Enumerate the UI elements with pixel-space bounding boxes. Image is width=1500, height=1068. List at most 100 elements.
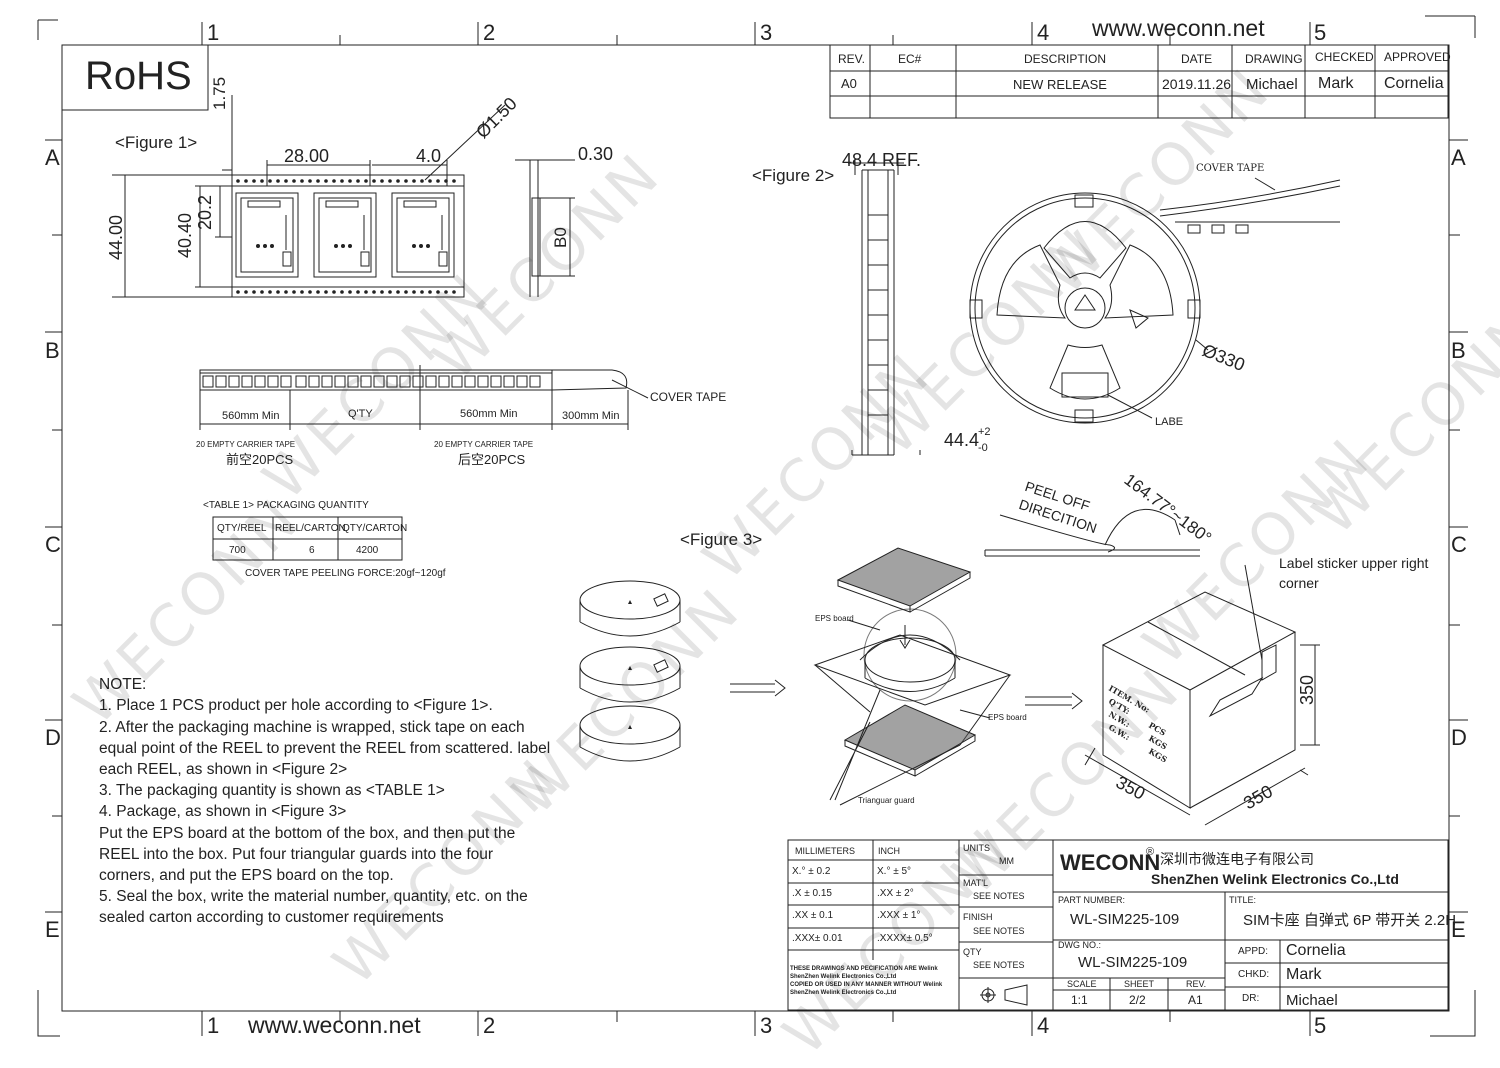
dim-28-00: 28.00: [284, 146, 330, 166]
zone-label-side: D: [1451, 725, 1467, 750]
tape-seg1: 560mm Min: [222, 410, 280, 422]
scale-value: 1:1: [1071, 993, 1088, 1007]
matl-label: MAT'L: [963, 878, 989, 888]
dr-value: Michael: [1286, 992, 1338, 1009]
note-line: sealed carton according to customer requ…: [99, 909, 444, 927]
approved-value: Cornelia: [1384, 75, 1444, 92]
finish-value: SEE NOTES: [973, 926, 1025, 936]
note-line: equal point of the REEL to prevent the R…: [99, 739, 551, 757]
zone-label-side: E: [45, 917, 60, 942]
zone-label-side: B: [45, 338, 60, 363]
tape-back-cn: 后空20PCS: [458, 452, 526, 467]
disclaimer-line: ShenZhen Welink Electronics Co.,Ltd: [790, 974, 897, 980]
chkd-label: CHKD:: [1238, 969, 1270, 980]
sticker-line2: corner: [1279, 575, 1319, 591]
units-label: UNITS: [963, 843, 990, 853]
table1-qty-carton: 4200: [356, 545, 379, 556]
figure1-tape-plan: [112, 95, 575, 298]
sheet-value: 2/2: [1129, 993, 1146, 1007]
figure2-reel-front: [969, 177, 1341, 424]
table1-qty-reel: 700: [229, 545, 246, 556]
rev-header: REV.: [838, 52, 865, 66]
sticker-line1: Label sticker upper right: [1279, 555, 1429, 571]
tol-mm: .XX ± 0.1: [792, 910, 834, 921]
tape-cover-label: COVER TAPE: [650, 390, 727, 404]
table1-reel-carton: 6: [309, 545, 315, 556]
zone-label-side: B: [1451, 338, 1466, 363]
rev-value: A0: [841, 76, 857, 91]
note-line: 3. The packaging quantity is shown as <T…: [99, 782, 445, 800]
note-line: corners, and put the EPS board on the to…: [99, 867, 394, 885]
date-value: 2019.11.26: [1162, 76, 1232, 92]
zone-label-side: A: [45, 145, 60, 170]
tol-mm: .XXX± 0.01: [792, 933, 843, 944]
rev-label: REV.: [1186, 979, 1207, 989]
description-value: NEW RELEASE: [1013, 77, 1107, 92]
zone-label-bottom: 2: [483, 1013, 496, 1038]
qty-value: SEE NOTES: [973, 960, 1025, 970]
zone-label-side: C: [45, 532, 61, 557]
figure3-exploded: [813, 547, 1012, 806]
zone-label-side: A: [1451, 145, 1466, 170]
zone-label-bottom: 1: [207, 1013, 220, 1038]
disclaimer-line: THESE DRAWINGS AND PECIFICATION ARE Weli…: [790, 966, 938, 972]
dim-44-00: 44.00: [106, 214, 126, 260]
revision-table-grid: [829, 44, 1449, 119]
note-line: 4. Package, as shown in <Figure 3>: [99, 803, 347, 821]
dim-44-4: 44.4: [944, 430, 980, 450]
dwg-label: DWG NO.:: [1058, 940, 1101, 950]
tol-inch: .XX ± 2°: [877, 888, 914, 899]
zone-label-side: C: [1451, 532, 1467, 557]
matl-value: SEE NOTES: [973, 891, 1025, 901]
arrow-2: [1025, 692, 1083, 710]
note-line: 5. Seal the box, write the material numb…: [99, 888, 528, 906]
dim-tol-plus: +2: [978, 426, 991, 438]
title-label: TITLE:: [1229, 895, 1257, 905]
zone-label-bottom: 3: [760, 1013, 773, 1038]
part-number-label: PART NUMBER:: [1058, 895, 1126, 905]
note-line: 2. After the packaging machine is wrappe…: [99, 718, 525, 736]
reel-cover-tape-label: COVER TAPE: [1196, 163, 1265, 174]
part-number-value: WL-SIM225-109: [1070, 911, 1180, 928]
date-header: DATE: [1181, 52, 1213, 66]
arrow-1: [730, 679, 786, 697]
dim-40-40: 40.40: [175, 212, 195, 258]
figure2-reel-side: [848, 158, 921, 456]
registered-mark: ®: [1146, 846, 1155, 858]
website-bottom: www.weconn.net: [248, 1012, 421, 1038]
title-value: SIM卡座 自弹式 6P 带开关 2.2H: [1243, 912, 1457, 929]
carton-box: [1084, 564, 1320, 826]
tape-seg2: Q'TY: [348, 408, 373, 420]
figure3-stacked-reels: [579, 580, 681, 762]
figure2-label: <Figure 2>: [752, 166, 835, 185]
table1-grid: [212, 516, 403, 561]
website-top: www.weconn.net: [1092, 15, 1265, 41]
rohs-label: RoHS: [85, 54, 192, 98]
qty-label: QTY: [963, 947, 982, 957]
corner-mark-tr: [1425, 15, 1476, 38]
tol-mm: X.° ± 0.2: [792, 866, 831, 877]
note-line: NOTE:: [99, 676, 147, 694]
tol-header-mm: MILLIMETERS: [795, 846, 856, 856]
eps-top-label: EPS board: [815, 614, 854, 623]
figure1-label: <Figure 1>: [115, 133, 198, 152]
zone-label-side: D: [45, 725, 61, 750]
box-dim-height: 350: [1297, 674, 1317, 705]
zone-label-bottom: 4: [1037, 1013, 1050, 1038]
dim-48-4-ref: 48.4 REF.: [842, 150, 922, 170]
zone-label-top: 5: [1314, 20, 1327, 45]
note-line: Put the EPS board at the bottom of the b…: [99, 824, 516, 842]
sheet-label: SHEET: [1124, 979, 1155, 989]
tape-seg3: 560mm Min: [460, 408, 518, 420]
description-header: DESCRIPTION: [1024, 52, 1107, 66]
approved-header: APPROVED: [1384, 50, 1451, 64]
finish-label: FINISH: [963, 912, 993, 922]
company-cn: 深圳市微连电子有限公司: [1160, 851, 1314, 867]
notes-block: NOTE:1. Place 1 PCS product per hole acc…: [99, 653, 550, 950]
zone-label-top: 3: [760, 20, 773, 45]
title-block-grid: [787, 839, 1449, 1011]
table1-header-reel-carton: REEL/CARTON: [275, 523, 346, 534]
dim-4-0: 4.0: [416, 146, 442, 166]
eps-bottom-label: EPS board: [988, 713, 1027, 722]
